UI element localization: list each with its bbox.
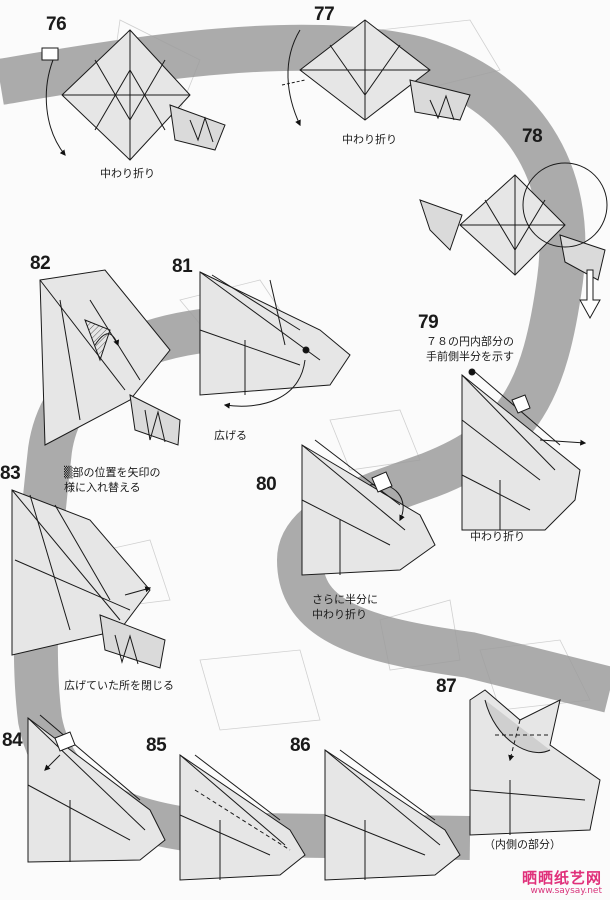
step-83-caption: 広げていた所を閉じる xyxy=(64,679,174,692)
step-80-caption-line1: さらに半分に xyxy=(312,593,378,606)
step-76-caption: 中わり折り xyxy=(100,167,155,180)
step-82-number: 82 xyxy=(30,253,51,274)
step-87-diagram xyxy=(469,689,601,836)
step-84-number: 84 xyxy=(2,730,23,751)
step-79-number: 79 xyxy=(418,312,439,333)
flow-band xyxy=(0,24,610,713)
step-81-number: 81 xyxy=(172,256,193,277)
step-76-diagram xyxy=(41,29,226,161)
step-80-number: 80 xyxy=(256,474,277,495)
step-87-number: 87 xyxy=(436,676,457,697)
step-87-caption: （内側の部分） xyxy=(484,838,561,851)
step-83-diagram xyxy=(11,489,166,669)
step-84-diagram xyxy=(27,714,166,863)
step-86-diagram xyxy=(324,749,461,881)
site-watermark: 晒晒纸艺网 www.saysay.net xyxy=(522,867,602,896)
step-82-caption-line1: ▒部の位置を矢印の xyxy=(64,466,161,479)
step-80-caption-line2: 中わり折り xyxy=(312,608,367,621)
watermark-logo-text: 晒晒纸艺网 xyxy=(521,869,602,887)
step-76-number: 76 xyxy=(46,14,67,35)
step-81-diagram xyxy=(199,271,351,409)
step-79-diagram xyxy=(461,368,587,531)
step-77-diagram xyxy=(281,19,471,127)
step-79-note-line2: 手前側半分を示す xyxy=(426,350,514,363)
step-82-caption-line2: 様に入れ替える xyxy=(64,481,141,494)
step-85-number: 85 xyxy=(146,735,167,756)
step-79-caption: 中わり折り xyxy=(470,530,525,543)
step-85-diagram xyxy=(179,754,306,881)
step-81-caption: 広げる xyxy=(214,429,247,442)
step-86-number: 86 xyxy=(290,735,311,756)
step-77-caption: 中わり折り xyxy=(342,133,397,146)
step-83-number: 83 xyxy=(0,463,21,484)
watermark-url: www.saysay.net xyxy=(530,886,602,896)
step-82-diagram xyxy=(39,269,181,446)
step-77-number: 77 xyxy=(314,4,335,25)
step-78-diagram xyxy=(419,162,608,320)
step-80-diagram xyxy=(301,439,436,576)
step-79-note-line1: ７８の円内部分の xyxy=(426,335,514,348)
step-78-number: 78 xyxy=(522,126,543,147)
